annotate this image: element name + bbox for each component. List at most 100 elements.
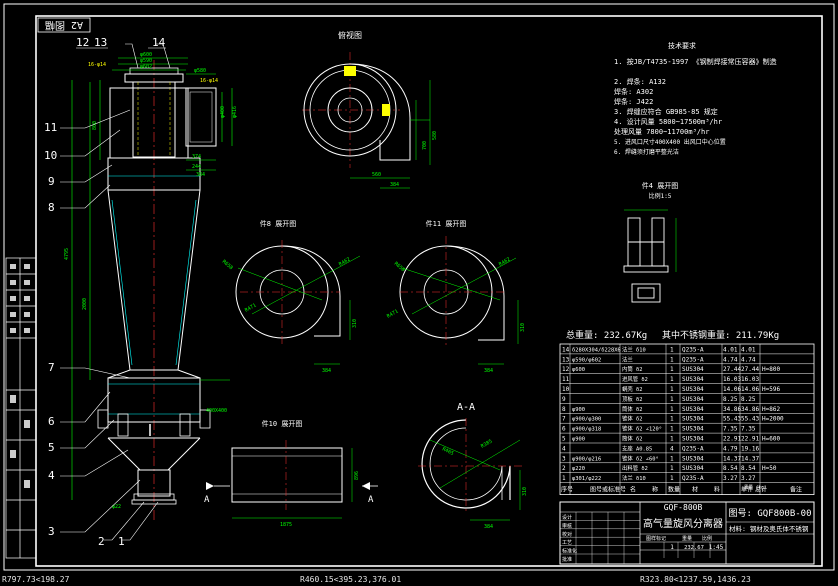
bom-cell: 3: [562, 455, 566, 462]
top-view: 俯视图: [302, 30, 431, 189]
corner-mark: A2 图幅: [37, 17, 91, 33]
svg-text:310: 310: [520, 323, 526, 332]
svg-text:4795: 4795: [64, 248, 70, 260]
bom-cell: 1: [562, 475, 566, 482]
svg-text:896: 896: [354, 471, 360, 480]
tech-req-item-9: 6. 焊缝须打磨平整光洁: [614, 148, 679, 156]
bom-cell: 14.06: [723, 386, 741, 393]
title-stage-label: 图样标记: [646, 535, 666, 542]
status-left: R797.73<198.27: [2, 575, 70, 584]
bom-header-cell: 单件: [741, 486, 753, 494]
weight-total: 总重量: 232.67Kg: [566, 329, 647, 341]
svg-text:R471: R471: [386, 309, 399, 320]
bom-header-cell: 材: [692, 486, 698, 494]
bom-cell: 1: [670, 426, 674, 433]
bom-cell: SUS304: [682, 416, 704, 423]
leader-lines: [60, 43, 171, 541]
bom-cell: 22.91: [741, 436, 759, 443]
tech-req-title: 技术要求: [668, 41, 696, 50]
svg-text:R462: R462: [338, 257, 351, 268]
bom-cell: 4: [670, 445, 674, 452]
svg-text:310: 310: [522, 487, 528, 496]
bom-cell: φ900/φ318: [572, 427, 601, 433]
status-right: R323.80<1237.59,1436.23: [640, 575, 751, 584]
part10-texts: A A: [204, 495, 374, 505]
bom-cell: 16.03: [741, 376, 759, 383]
elevation-dimensions: [71, 57, 233, 500]
bom-cell: Q235-A: [682, 356, 704, 363]
bom-header-cell: 序号: [561, 486, 573, 494]
svg-text:16-φ14: 16-φ14: [88, 62, 106, 68]
tech-req-item-8: 5. 进风口尺寸400X400 出风口中心位置: [614, 138, 726, 146]
bom-cell: φ900: [572, 407, 585, 413]
bom-cell: SUS304: [682, 455, 704, 462]
part10-dims: 1875 896: [280, 471, 360, 528]
left-table-marks: [10, 264, 30, 488]
svg-text:700: 700: [422, 141, 428, 150]
bom-cell: 锥体 δ2 ∠120°: [622, 425, 662, 433]
bom-cell: 4: [562, 445, 566, 452]
tech-req-item-5: 3. 焊缝应符合 GB985-85 规定: [614, 107, 718, 116]
bom-cell: 14.37: [723, 455, 741, 462]
bom-cell: SUS304: [682, 465, 704, 472]
bom-cell: H=800: [762, 366, 780, 373]
bom-cell: H=2000: [762, 416, 784, 423]
bom-cell: 16.03: [723, 376, 741, 383]
part11-development: 件11 展开图: [399, 219, 519, 365]
bom-cell: SUS304: [682, 366, 704, 373]
svg-text:384: 384: [390, 182, 399, 188]
svg-text:φ416: φ416: [232, 106, 238, 118]
svg-text:R385: R385: [480, 439, 493, 450]
svg-text:R465: R465: [441, 446, 454, 457]
tech-requirements: 技术要求 1. 按JB/T4735-1997 《钢制焊接常压容器》制造 2. 焊…: [614, 41, 777, 156]
bom-cell: H=50: [762, 465, 777, 472]
title-left-label: 审核: [562, 522, 572, 529]
leader-8: 8: [48, 201, 55, 214]
bom-cell: 19.16: [741, 445, 759, 452]
bom-cell: 27.44: [741, 366, 759, 373]
aa-label: A-A: [457, 402, 475, 413]
bom-cell: 27.44: [723, 366, 741, 373]
bom-cell: SUS304: [682, 376, 704, 383]
bom-cell: SUS304: [682, 406, 704, 413]
leader-6: 6: [48, 415, 55, 428]
tech-req-item-7: 处理风量 7800~11700m³/hr: [614, 127, 709, 136]
title-weight-label: 重量: [682, 535, 692, 542]
svg-text:580: 580: [432, 131, 438, 140]
bom-cell: SUS304: [682, 396, 704, 403]
bom-cell: 34.86: [741, 406, 759, 413]
bom-cell: 支座 A0.85: [622, 444, 652, 452]
leader-7: 7: [48, 361, 55, 374]
title-scale-label: 比例: [702, 535, 712, 542]
svg-text:244: 244: [192, 164, 201, 170]
bom-header-cell: 料: [714, 486, 720, 494]
weight-stainless: 其中不锈钢重量: 211.79Kg: [662, 329, 779, 341]
bom-cell: 法兰: [622, 355, 633, 363]
svg-text:400X400: 400X400: [206, 408, 227, 414]
leader-2: 2: [98, 535, 105, 548]
svg-text:384: 384: [322, 368, 331, 374]
bom-cell: 1: [670, 386, 674, 393]
leader-13: 13: [94, 36, 107, 49]
svg-text:φ400: φ400: [220, 106, 226, 118]
svg-text:φ602: φ602: [140, 64, 152, 70]
title-model: GQF-800B: [664, 503, 703, 512]
svg-text:φ580: φ580: [194, 68, 206, 74]
leader-10: 10: [44, 149, 57, 162]
bom-cell: φ220: [572, 466, 585, 472]
part4-development: 件4 展开图 比例1:5: [623, 181, 678, 303]
bom-cell: 1: [670, 455, 674, 462]
bom-cell: Q235-A: [682, 346, 704, 353]
bom-cell: 筒体 δ2: [622, 405, 643, 413]
arrow-a-left: A: [204, 495, 210, 505]
corner-mark-text: A2 图幅: [45, 19, 83, 32]
bom-cell: 进风管 δ2: [622, 375, 648, 383]
bom-cell: 内筒 δ2: [622, 365, 643, 373]
cyclone-elevation: [97, 60, 217, 520]
svg-text:374: 374: [192, 154, 201, 160]
bom-cell: 1: [670, 416, 674, 423]
bom-cell: 8: [562, 406, 566, 413]
title-left-label: 工艺: [562, 540, 572, 546]
svg-text:384: 384: [196, 172, 205, 178]
